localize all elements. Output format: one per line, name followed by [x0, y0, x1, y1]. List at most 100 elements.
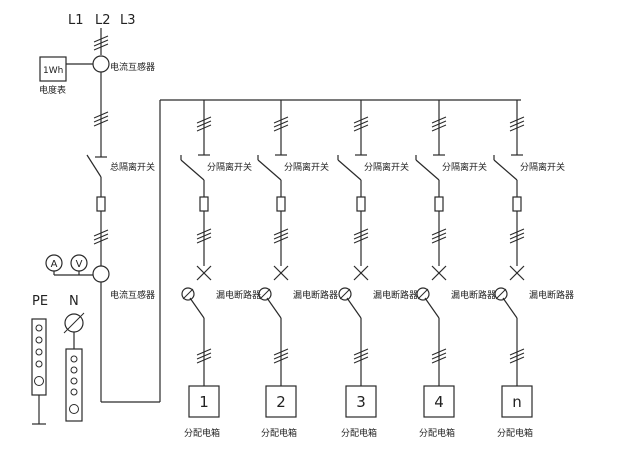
distribution-box-label: 分配电箱	[419, 427, 455, 439]
branch-breaker-trip-circle	[258, 287, 272, 301]
branch-three-phase-marks-mid	[273, 228, 289, 244]
distribution-box	[423, 385, 455, 418]
branch-isolator-blade	[493, 159, 518, 181]
branch-three-phase-marks-low	[273, 348, 289, 364]
branch-isolator-label: 分隔离开关	[364, 161, 409, 173]
main-isolator-label: 总隔离开关	[110, 161, 155, 173]
branch-three-phase-marks-mid	[353, 228, 369, 244]
voltmeter-symbol: V	[76, 259, 83, 270]
branch-three-phase-marks-mid	[509, 228, 525, 244]
energy-meter-face: 1Wh	[43, 66, 63, 76]
ct-top-label: 电流互感器	[110, 61, 155, 73]
distribution-box-label: 分配电箱	[497, 427, 533, 439]
distribution-box-label: 分配电箱	[341, 427, 377, 439]
branch-fuse	[276, 196, 286, 212]
branch-isolator-label: 分隔离开关	[520, 161, 565, 173]
energy-meter-box	[39, 56, 67, 82]
main-fuse	[96, 196, 106, 212]
instrument-group: A V	[45, 254, 93, 276]
distribution-box	[188, 385, 220, 418]
branch-breaker-trip-circle	[181, 287, 195, 301]
pe-terminal-block	[31, 318, 47, 396]
branch-breaker-blade	[502, 297, 518, 319]
energy-meter-label: 电度表	[39, 84, 66, 96]
n-bar: N	[63, 294, 85, 422]
branch-breaker-label: 漏电断路器	[216, 289, 261, 301]
branch-breaker-trip-circle	[338, 287, 352, 301]
branch-three-phase-marks-low	[431, 348, 447, 364]
main-feeder: 电流互感器 总隔离开关 电流互感器	[86, 28, 521, 403]
branch-three-phase-marks-top	[431, 116, 447, 132]
distribution-box-number: 1	[199, 393, 209, 411]
branch-breaker-trip-circle	[416, 287, 430, 301]
branch-three-phase-marks-low	[509, 348, 525, 364]
branch-breaker-label: 漏电断路器	[373, 289, 418, 301]
branch-three-phase-marks-top	[353, 116, 369, 132]
branch-fuse	[199, 196, 209, 212]
branch-contactor-cross	[196, 265, 212, 281]
ammeter-symbol: A	[51, 259, 58, 270]
branch-three-phase-marks-low	[353, 348, 369, 364]
main-three-phase-marks-top	[93, 35, 109, 51]
current-transformer-bottom	[92, 265, 110, 283]
phase-label-l1: L1	[68, 13, 84, 28]
branch-isolator-label: 分隔离开关	[442, 161, 487, 173]
distribution-box-number: n	[512, 393, 522, 411]
distribution-box-label: 分配电箱	[261, 427, 297, 439]
main-isolator-blade	[86, 154, 102, 178]
branch-isolator-blade	[337, 159, 362, 181]
branch-fuse	[356, 196, 366, 212]
pe-label: PE	[32, 294, 48, 309]
n-terminal-block	[65, 348, 83, 422]
phase-label-l2: L2	[95, 13, 111, 28]
n-label: N	[69, 294, 79, 309]
branch-isolator-label: 分隔离开关	[284, 161, 329, 173]
branch-breaker-blade	[424, 297, 440, 319]
branch-fuse	[434, 196, 444, 212]
main-three-phase-marks-mid	[93, 111, 109, 127]
branch-breaker-blade	[346, 297, 362, 319]
branch-three-phase-marks-mid	[196, 228, 212, 244]
branch-breaker-label: 漏电断路器	[451, 289, 496, 301]
distribution-box-label: 分配电箱	[184, 427, 220, 439]
branch-three-phase-marks-top	[509, 116, 525, 132]
branch-contactor-cross	[509, 265, 525, 281]
distribution-box-number: 3	[356, 393, 366, 411]
current-transformer-top	[92, 55, 110, 73]
branch-circuits: 分隔离开关漏电断路器1分配电箱分隔离开关漏电断路器2分配电箱分隔离开关漏电断路器…	[180, 100, 574, 439]
branch-isolator-blade	[180, 159, 205, 181]
branch-isolator-blade	[415, 159, 440, 181]
main-three-phase-marks-low	[93, 229, 109, 245]
branch-breaker-label: 漏电断路器	[293, 289, 338, 301]
distribution-box	[265, 385, 297, 418]
distribution-box-number: 2	[276, 393, 286, 411]
branch-three-phase-marks-top	[273, 116, 289, 132]
branch-isolator-blade	[257, 159, 282, 181]
branch-breaker-blade	[266, 297, 282, 319]
branch-contactor-cross	[273, 265, 289, 281]
branch-three-phase-marks-top	[196, 116, 212, 132]
branch-breaker-blade	[189, 297, 205, 319]
branch-contactor-cross	[431, 265, 447, 281]
pe-bar: PE	[31, 294, 48, 425]
branch-three-phase-marks-low	[196, 348, 212, 364]
branch-contactor-cross	[353, 265, 369, 281]
branch-three-phase-marks-mid	[431, 228, 447, 244]
ct-bottom-label: 电流互感器	[110, 289, 155, 301]
phase-label-l3: L3	[120, 13, 136, 28]
branch-breaker-trip-circle	[494, 287, 508, 301]
branch-breaker-label: 漏电断路器	[529, 289, 574, 301]
branch-isolator-label: 分隔离开关	[207, 161, 252, 173]
distribution-box-number: 4	[434, 393, 444, 411]
energy-meter: 1Wh 电度表	[39, 56, 93, 96]
branch-fuse	[512, 196, 522, 212]
phase-labels: L1 L2 L3	[68, 13, 136, 28]
distribution-box	[345, 385, 377, 418]
distribution-box	[501, 385, 533, 418]
